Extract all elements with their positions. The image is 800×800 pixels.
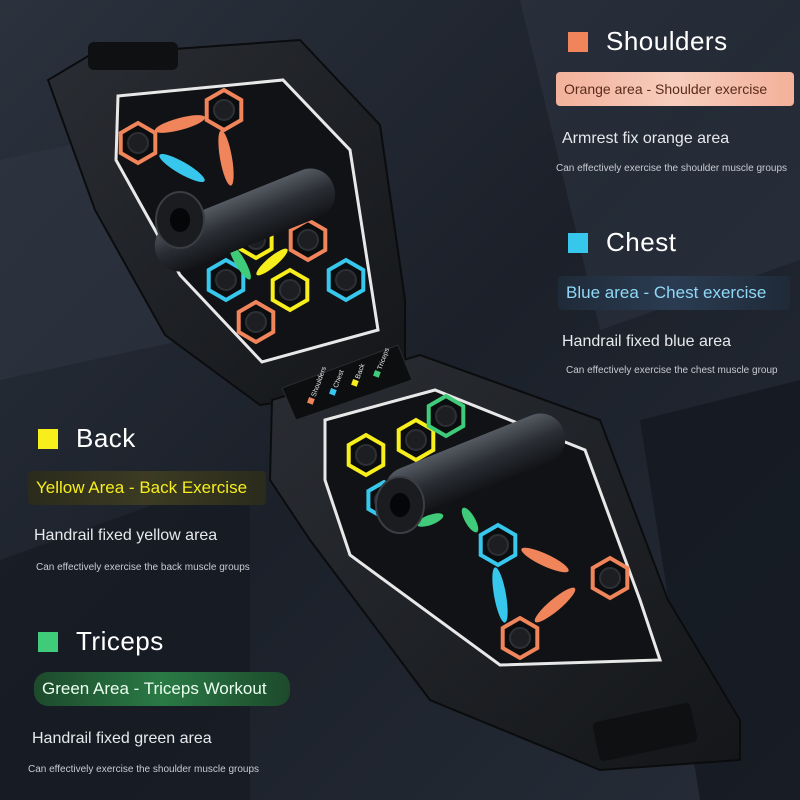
- color-bar: [159, 154, 205, 182]
- color-bar: [461, 507, 479, 533]
- triceps-heading: Triceps: [38, 626, 164, 657]
- back-swatch: [38, 428, 58, 449]
- peg-hole: [204, 87, 244, 133]
- legend-swatch-green: [373, 370, 381, 378]
- peg-hole: [206, 257, 246, 303]
- peg-hole: [500, 615, 540, 661]
- triceps-swatch: [38, 631, 58, 652]
- back-heading: Back: [38, 423, 136, 454]
- color-bar: [534, 587, 576, 623]
- carry-handle-slot: [88, 42, 178, 70]
- background-block: [640, 380, 800, 800]
- background-block: [0, 470, 250, 800]
- peg-hole: [478, 522, 518, 568]
- push-up-handle-lower[interactable]: [375, 406, 572, 534]
- shoulders-title: Shoulders: [606, 26, 728, 56]
- color-bar: [492, 567, 508, 623]
- color-bar: [154, 115, 206, 133]
- chest-swatch: [568, 232, 588, 253]
- back-banner: Yellow Area - Back Exercise: [28, 471, 266, 505]
- chest-heading: Chest: [568, 227, 676, 258]
- shoulders-fix-text: Armrest fix orange area: [562, 130, 730, 147]
- chest-desc: Can effectively exercise the chest muscl…: [566, 365, 778, 376]
- chest-title: Chest: [606, 227, 677, 257]
- color-bar: [229, 244, 251, 280]
- legend-swatch-yellow: [351, 379, 359, 387]
- peg-hole: [590, 555, 630, 601]
- triceps-banner: Green Area - Triceps Workout: [34, 672, 290, 706]
- board-color-zones: [118, 87, 630, 661]
- triceps-fix-text: Handrail fixed green area: [32, 730, 212, 747]
- peg-hole: [236, 299, 276, 345]
- carry-handle-slot: [592, 702, 698, 762]
- peg-hole: [426, 393, 466, 439]
- push-up-handle-upper[interactable]: [148, 161, 343, 279]
- shoulders-desc: Can effectively exercise the shoulder mu…: [556, 163, 788, 174]
- color-bar: [256, 248, 288, 276]
- chest-banner: Blue area - Chest exercise: [558, 276, 790, 310]
- chest-fix-text: Handrail fixed blue area: [562, 333, 731, 350]
- peg-hole: [326, 257, 366, 303]
- shoulders-banner: Orange area - Shoulder exercise: [556, 72, 794, 106]
- shoulders-swatch: [568, 31, 588, 52]
- peg-hole: [118, 120, 158, 166]
- back-desc: Can effectively exercise the back muscle…: [36, 562, 250, 573]
- legend-swatch-blue: [329, 388, 337, 396]
- peg-hole: [346, 432, 386, 478]
- back-fix-text: Handrail fixed yellow area: [34, 527, 218, 544]
- triceps-desc: Can effectively exercise the shoulder mu…: [28, 764, 260, 775]
- peg-hole: [270, 267, 310, 313]
- shoulders-heading: Shoulders: [568, 26, 728, 57]
- color-bar: [416, 513, 444, 527]
- back-title: Back: [76, 423, 136, 453]
- color-bar: [521, 547, 569, 573]
- peg-hole: [288, 217, 328, 263]
- triceps-title: Triceps: [76, 626, 164, 656]
- color-bar: [218, 130, 234, 186]
- legend-swatch-orange: [307, 397, 315, 405]
